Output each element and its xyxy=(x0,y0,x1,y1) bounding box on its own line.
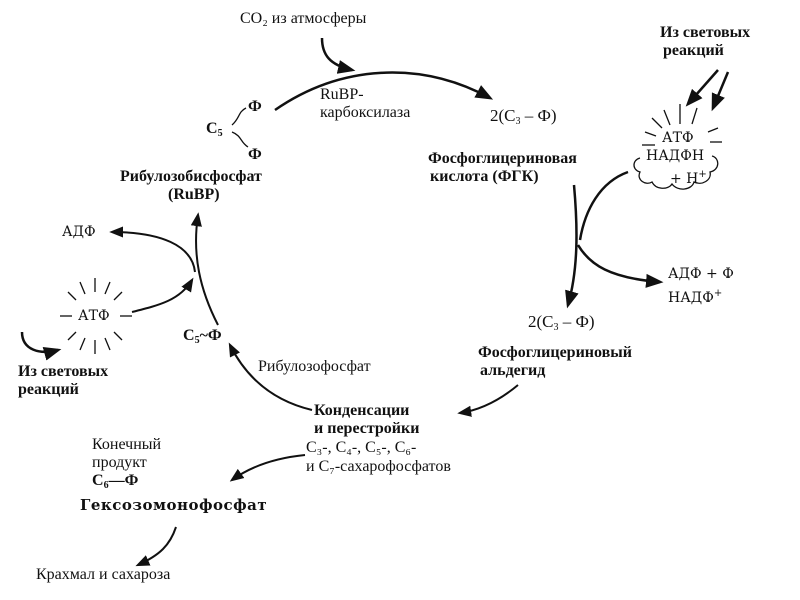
rubp-bond-bottom xyxy=(231,131,249,148)
pga-name-line1: Фосфоглицериновая xyxy=(428,150,577,167)
light-arrow-left xyxy=(20,331,62,361)
light-reactions-top-line2: реакций xyxy=(663,42,724,59)
rubp-abbr: (RuBP) xyxy=(168,186,220,203)
ru5p-c: C xyxy=(183,327,195,344)
ru5p-phi: ~Ф xyxy=(199,327,222,344)
pga-name-line2: кислота (ФГК) xyxy=(430,168,539,185)
final-product-c-sub: 6 xyxy=(103,480,109,491)
products-nadp-text: НАДФ xyxy=(668,290,714,306)
pga-formula: 2(C3 – Ф) xyxy=(490,107,557,130)
products-nadp: НАДФ+ xyxy=(668,285,722,307)
final-product-c: C xyxy=(92,472,104,489)
phosphorylation-to-adp-arrow xyxy=(109,226,196,273)
energy-cloud-rays xyxy=(642,104,722,146)
atp-to-phosphorylation-arrow xyxy=(131,277,194,313)
pgal-formula-prefix: 2(C xyxy=(528,312,554,331)
atp-left: АТФ xyxy=(78,308,110,324)
rubp-name: Рибулозобисфосфат xyxy=(120,168,262,185)
condensation-line2: и перестройки xyxy=(314,420,420,437)
ru5p-c-sub: 5 xyxy=(194,335,200,346)
ru5p-name: Рибулозофосфат xyxy=(258,358,371,375)
hexose-monophosphate: Гексозомонофосфат xyxy=(80,496,268,514)
pgal-name-line1: Фосфоглицериновый xyxy=(478,344,632,361)
final-product-formula: C6—Ф xyxy=(92,472,138,494)
light-arrow-top-2 xyxy=(711,71,730,112)
cloud-h-text: + Н xyxy=(670,171,699,187)
final-product-line2: продукт xyxy=(92,454,147,471)
hexose-to-starch-arrow xyxy=(135,526,177,567)
energy-cloud-outline xyxy=(633,155,719,190)
pgal-to-condensation-arrow xyxy=(457,384,519,417)
light-arrow-top-1 xyxy=(685,69,719,107)
cloud-h-sup: + xyxy=(698,169,707,180)
enzyme-label-line2: карбоксилаза xyxy=(320,104,411,121)
pgal-formula-sub: 3 xyxy=(553,322,559,333)
light-reactions-left-line2: реакций xyxy=(18,381,79,398)
reduction-arrow xyxy=(565,184,579,309)
rubp-c-sub: 5 xyxy=(217,128,223,139)
pga-formula-sub: 3 xyxy=(515,116,521,127)
rubp-bond-top xyxy=(231,107,247,126)
co2-input-arrow xyxy=(320,37,356,74)
products-nadp-sup: + xyxy=(713,288,723,299)
condensation-line3: C₃-, C₄-, C₅-, C₆- xyxy=(306,439,417,456)
to-adp-nadp-arrow xyxy=(576,244,664,288)
pga-formula-suffix: – Ф) xyxy=(520,106,557,125)
rubp-c5: C5 xyxy=(206,120,223,142)
cloud-nadph: НАДФН xyxy=(646,148,705,164)
pgal-formula: 2(C3 – Ф) xyxy=(528,313,595,336)
rubp-phi-top: Ф xyxy=(248,98,262,115)
co2-label: CO₂ из атмосферы xyxy=(240,10,367,27)
pga-formula-prefix: 2(C xyxy=(490,106,516,125)
end-products: Крахмал и сахароза xyxy=(36,566,171,583)
rubp-c: C xyxy=(206,120,218,137)
ru5p-to-rubp-arrow xyxy=(190,212,219,326)
carboxylation-arrow xyxy=(274,71,494,112)
final-product-line1: Конечный xyxy=(92,436,162,453)
condensation-line1: Конденсации xyxy=(314,402,410,419)
light-reactions-left-line1: Из световых xyxy=(18,363,109,380)
atp-left-burst xyxy=(60,278,132,354)
cloud-h: + Н+ xyxy=(670,166,707,188)
energy-to-reduction-line xyxy=(578,170,629,241)
final-product-phi: —Ф xyxy=(108,472,139,489)
products-adp-p: АДФ + Ф xyxy=(668,266,734,282)
enzyme-label-line1: RuBP- xyxy=(320,86,364,103)
adp-left: АДФ xyxy=(62,224,96,240)
condensation-to-hexose-arrow xyxy=(229,454,306,482)
rubp-phi-bottom: Ф xyxy=(248,146,262,163)
ru5p-formula: C5~Ф xyxy=(183,327,222,349)
light-reactions-top-line1: Из световых xyxy=(660,24,751,41)
condensation-line4: и C₇-сахарофосфатов xyxy=(306,458,451,475)
condensation-to-ru5p-arrow xyxy=(228,342,313,411)
pgal-name-line2: альдегид xyxy=(480,362,546,379)
cloud-atp: АТФ xyxy=(662,130,694,146)
pgal-formula-suffix: – Ф) xyxy=(558,312,595,331)
